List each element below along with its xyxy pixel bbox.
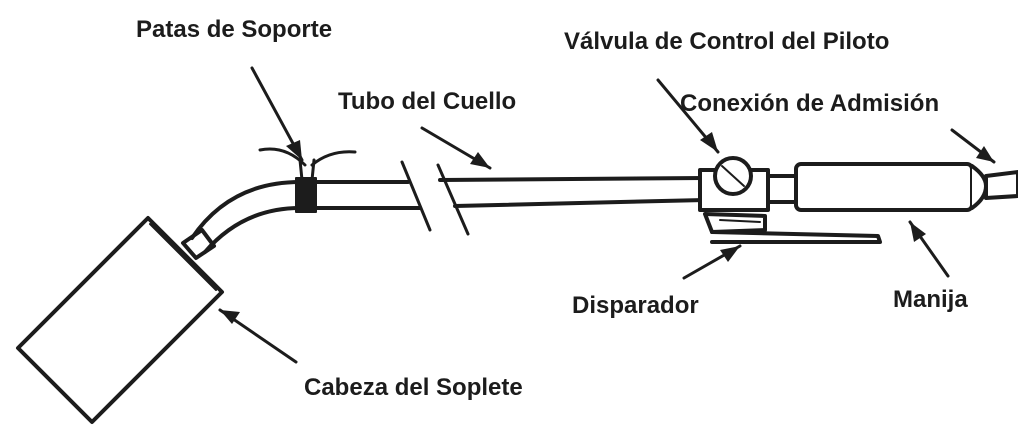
tube-break-marks	[400, 160, 470, 236]
inlet-connection-fitting	[984, 170, 1018, 200]
valve-coupling	[766, 174, 798, 204]
arrow-heads	[220, 132, 994, 324]
support-legs-clamp	[295, 177, 317, 213]
label-support-legs: Patas de Soporte	[136, 16, 333, 43]
label-handle: Manija	[893, 286, 968, 313]
label-torch-head: Cabeza del Soplete	[304, 374, 523, 401]
support-legs	[258, 147, 357, 182]
trigger-lever	[703, 212, 882, 244]
neck-tube-left	[298, 180, 422, 210]
torch-head-body	[16, 216, 224, 424]
neck-tube-right	[438, 176, 707, 208]
label-neck-tube: Tubo del Cuello	[338, 88, 517, 115]
label-inlet-connection: Conexión de Admisión	[680, 90, 940, 117]
label-trigger: Disparador	[572, 292, 699, 319]
neck-tube-bend	[190, 180, 302, 254]
head-collar	[181, 228, 216, 260]
label-pilot-control-valve: Válvula de Control del Piloto	[564, 28, 890, 55]
handle-body	[794, 162, 988, 212]
